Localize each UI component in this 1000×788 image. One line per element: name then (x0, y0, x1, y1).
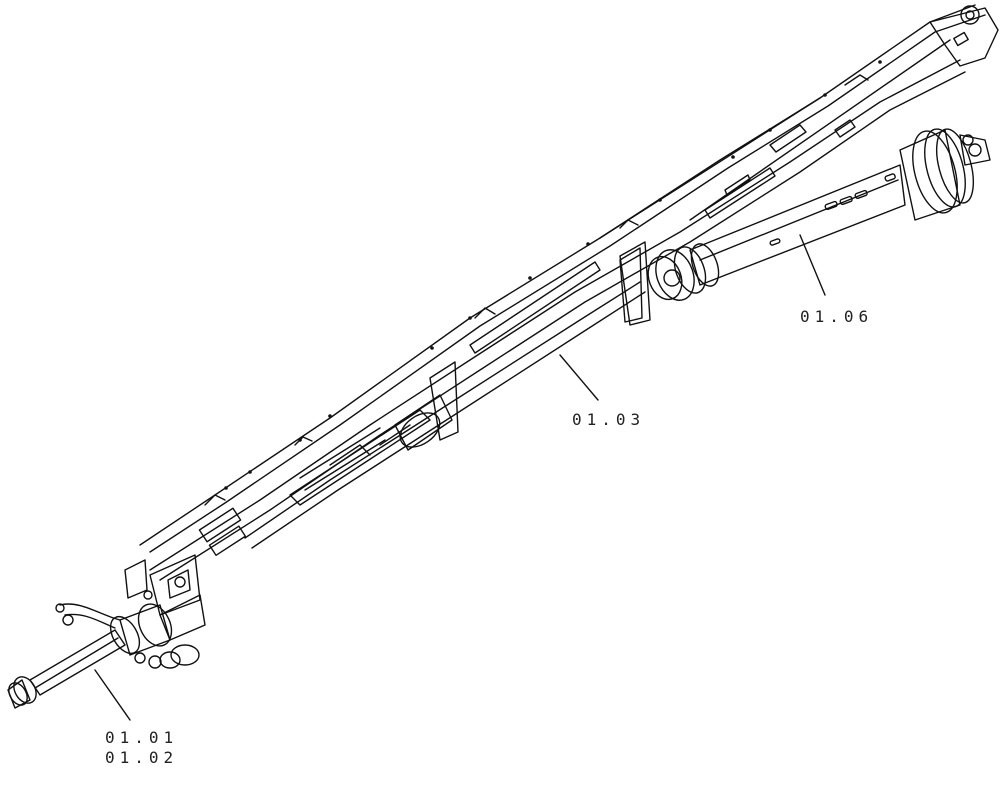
drawbar-frame (139, 4, 999, 581)
callout-label: 01.01 (105, 728, 179, 747)
callout-label: 01.06 (800, 307, 874, 326)
inner-shaft (198, 241, 651, 556)
pto-shaft-front (7, 554, 206, 709)
callout-label: 01.02 (105, 748, 179, 767)
callout-01-03: 01.03 (572, 410, 645, 430)
leader-lines (94, 234, 826, 721)
callout-label: 01.03 (572, 410, 646, 429)
callout-01-06: 01.06 (800, 307, 873, 327)
pto-shaft-rear (647, 128, 991, 301)
callout-01-01: 01.01 01.02 (105, 728, 178, 768)
